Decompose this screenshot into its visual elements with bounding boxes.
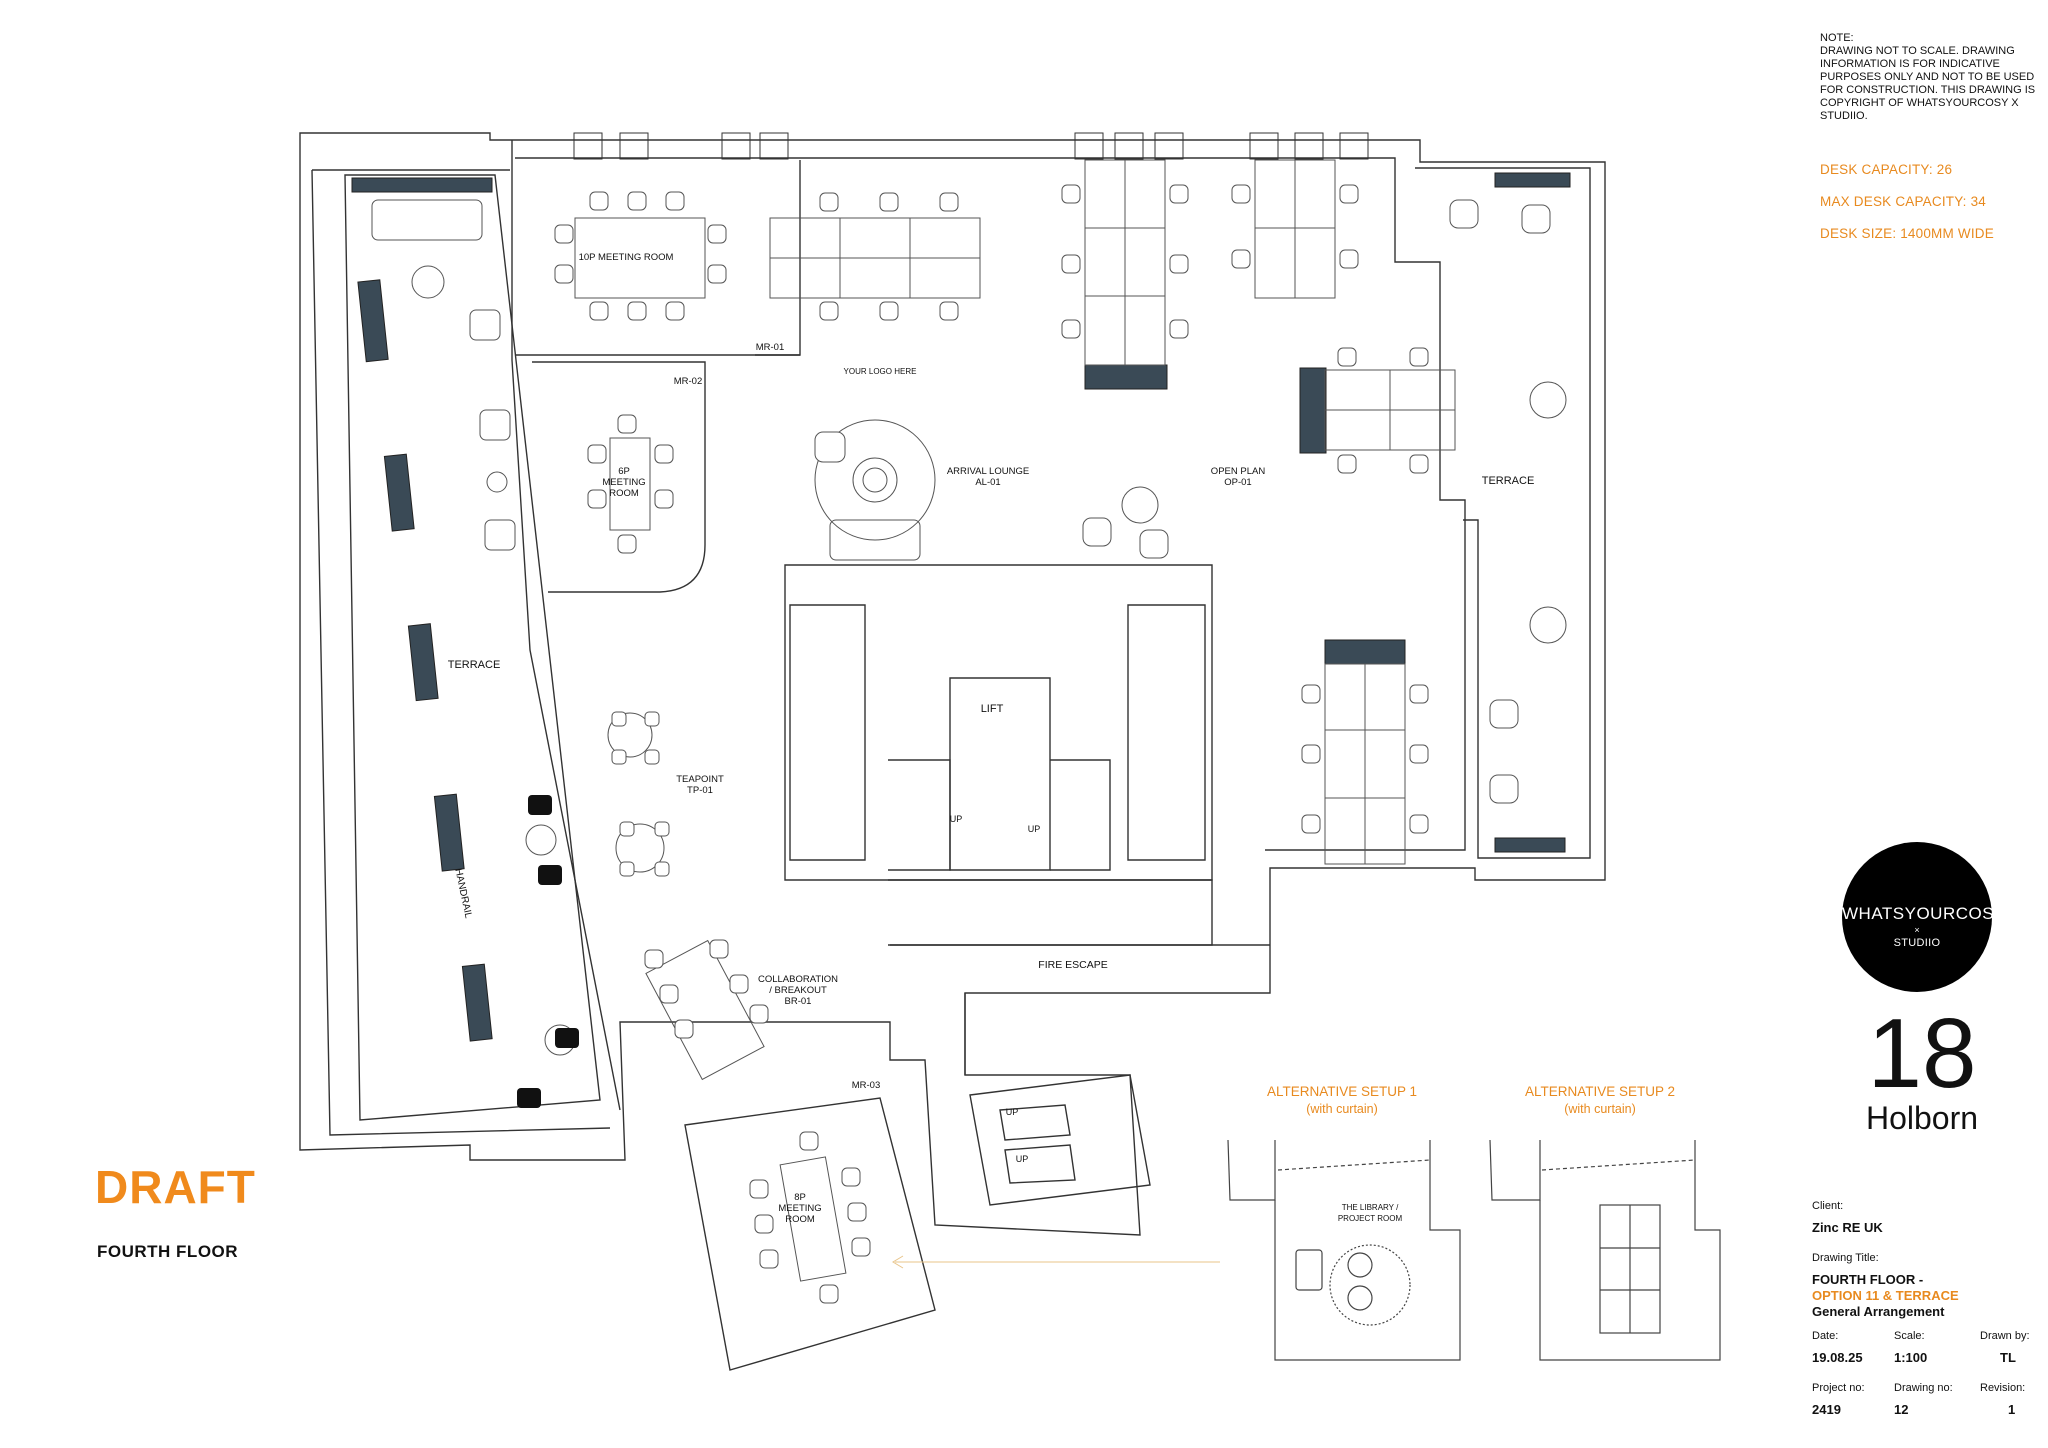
label-open-plan-line2: OP-01 (1224, 477, 1252, 488)
date-label: Date: (1812, 1330, 1839, 1342)
label-up-4: UP (1027, 824, 1041, 834)
chairs (469, 184, 1551, 1304)
drawing-note: NOTE: DRAWING NOT TO SCALE. DRAWING INFO… (1820, 32, 2040, 123)
label-8p-line1: 8P (794, 1192, 806, 1203)
drawing-title-label: Drawing Title: (1812, 1252, 1879, 1264)
label-collab-line1: COLLABORATION (757, 974, 839, 985)
label-8p-meeting-room: 8P MEETING ROOM (778, 1192, 821, 1225)
planters (351, 172, 1571, 1042)
label-open-plan: OPEN PLAN OP-01 (1211, 466, 1265, 488)
alt-library-line1: THE LIBRARY / (1341, 1203, 1399, 1212)
brand-partner: STUDIIO (1893, 937, 1941, 949)
scale-value: 1:100 (1894, 1350, 1928, 1365)
date-value: 19.08.25 (1812, 1350, 1863, 1365)
label-terrace-right: TERRACE (1481, 475, 1535, 487)
label-collaboration: COLLABORATION / BREAKOUT BR-01 (758, 974, 838, 1007)
inner-wall (511, 140, 621, 1111)
label-mr-02: MR-02 (673, 376, 703, 387)
note-line: COPYRIGHT OF WHATSYOURCOSY x (1820, 97, 2019, 109)
note-line: DRAWING NOT TO SCALE. DRAWING (1820, 45, 2015, 57)
label-arrival-line1: ARRIVAL LOUNGE (946, 466, 1030, 477)
label-8p-line2: MEETING (778, 1203, 822, 1214)
alt-library-label: THE LIBRARY / PROJECT ROOM (1338, 1202, 1402, 1224)
alt-setup-1-title: ALTERNATIVE SETUP 1 (1266, 1084, 1418, 1099)
label-logo-here: YOUR LOGO HERE (843, 367, 917, 376)
core-block (784, 564, 1213, 881)
revision-value: 1 (2008, 1402, 2016, 1417)
label-6p-line3: ROOM (609, 488, 639, 499)
note-line: INFORMATION IS FOR INDICATIVE (1820, 58, 2000, 70)
drawing-title-line3: General Arrangement (1812, 1304, 1945, 1319)
label-6p-meeting-room: 6P MEETING ROOM (602, 466, 645, 499)
drawn-by-value: TL (2000, 1350, 2016, 1365)
project-no-label: Project no: (1812, 1382, 1865, 1394)
terrace-right (1415, 167, 1591, 859)
drawing-no-value: 12 (1894, 1402, 1909, 1417)
dark-chairs (517, 795, 579, 1108)
note-line: NOTE: (1820, 32, 1854, 44)
client-value: Zinc RE UK (1812, 1220, 1883, 1235)
label-fire-escape: FIRE ESCAPE (1038, 959, 1108, 971)
label-10p-meeting-room: 10P MEETING ROOM (578, 252, 674, 263)
draft-label: DRAFT (95, 1161, 256, 1213)
label-mr-03: MR-03 (851, 1080, 881, 1091)
note-line: FOR CONSTRUCTION. THIS DRAWING IS (1820, 84, 2036, 96)
label-6p-line2: MEETING (602, 477, 646, 488)
label-teapoint-line2: TP-01 (687, 785, 713, 796)
label-teapoint: TEAPOINT TP-01 (676, 774, 724, 796)
label-open-plan-line1: OPEN PLAN (1210, 466, 1266, 477)
label-6p-line1: 6P (618, 466, 630, 477)
label-terrace-left: TERRACE (447, 659, 501, 671)
label-up-2: UP (1015, 1154, 1029, 1164)
note-line: PURPOSES ONLY AND NOT TO BE USED (1820, 71, 2035, 83)
label-collab-line2: / BREAKOUT (769, 985, 827, 996)
desk-capacity: DESK CAPACITY: 26 (1820, 162, 1953, 177)
brand-separator: × (1914, 925, 1920, 935)
revision-label: Revision: (1980, 1382, 2026, 1394)
desk-size: DESK SIZE: 1400MM WIDE (1820, 226, 1994, 241)
alt-setup-1-subtitle: (with curtain) (1306, 1102, 1378, 1116)
building-number: 18 (1867, 998, 1977, 1108)
label-teapoint-line1: TEAPOINT (676, 774, 724, 785)
alt-setup-2-title: ALTERNATIVE SETUP 2 (1524, 1084, 1676, 1099)
label-up-1: UP (1005, 1107, 1019, 1117)
client-label: Client: (1812, 1200, 1844, 1212)
scale-label: Scale: (1894, 1330, 1925, 1342)
label-arrival-line2: AL-01 (975, 477, 1001, 488)
label-collab-line3: BR-01 (784, 996, 812, 1007)
label-lift: LIFT (980, 703, 1004, 715)
label-arrival-lounge: ARRIVAL LOUNGE AL-01 (947, 466, 1029, 488)
brand-logo: WHATSYOURCOSY × STUDIIO (1842, 842, 2006, 992)
drawing-title-line2: OPTION 11 & TERRACE (1812, 1288, 1959, 1303)
brand-name: WHATSYOURCOSY (1842, 904, 2006, 923)
label-up-3: UP (949, 814, 963, 824)
meeting-room-8p (684, 1097, 936, 1371)
max-desk-capacity: MAX DESK CAPACITY: 34 (1820, 194, 1987, 209)
building-name: Holborn (1865, 1100, 1979, 1136)
label-8p-line3: ROOM (785, 1214, 815, 1225)
drawn-by-label: Drawn by: (1980, 1330, 2030, 1342)
project-no-value: 2419 (1812, 1402, 1841, 1417)
alt-setup-2-subtitle: (with curtain) (1564, 1102, 1636, 1116)
note-line: STUDIIO. (1820, 110, 1868, 122)
alt-library-line2: PROJECT ROOM (1337, 1214, 1403, 1223)
alt-setups (1227, 1139, 1721, 1361)
floor-label: FOURTH FLOOR (97, 1242, 239, 1261)
label-mr-01: MR-01 (755, 342, 785, 353)
drawing-no-label: Drawing no: (1894, 1382, 1953, 1394)
drawing-title-line1: FOURTH FLOOR - (1812, 1272, 1924, 1287)
